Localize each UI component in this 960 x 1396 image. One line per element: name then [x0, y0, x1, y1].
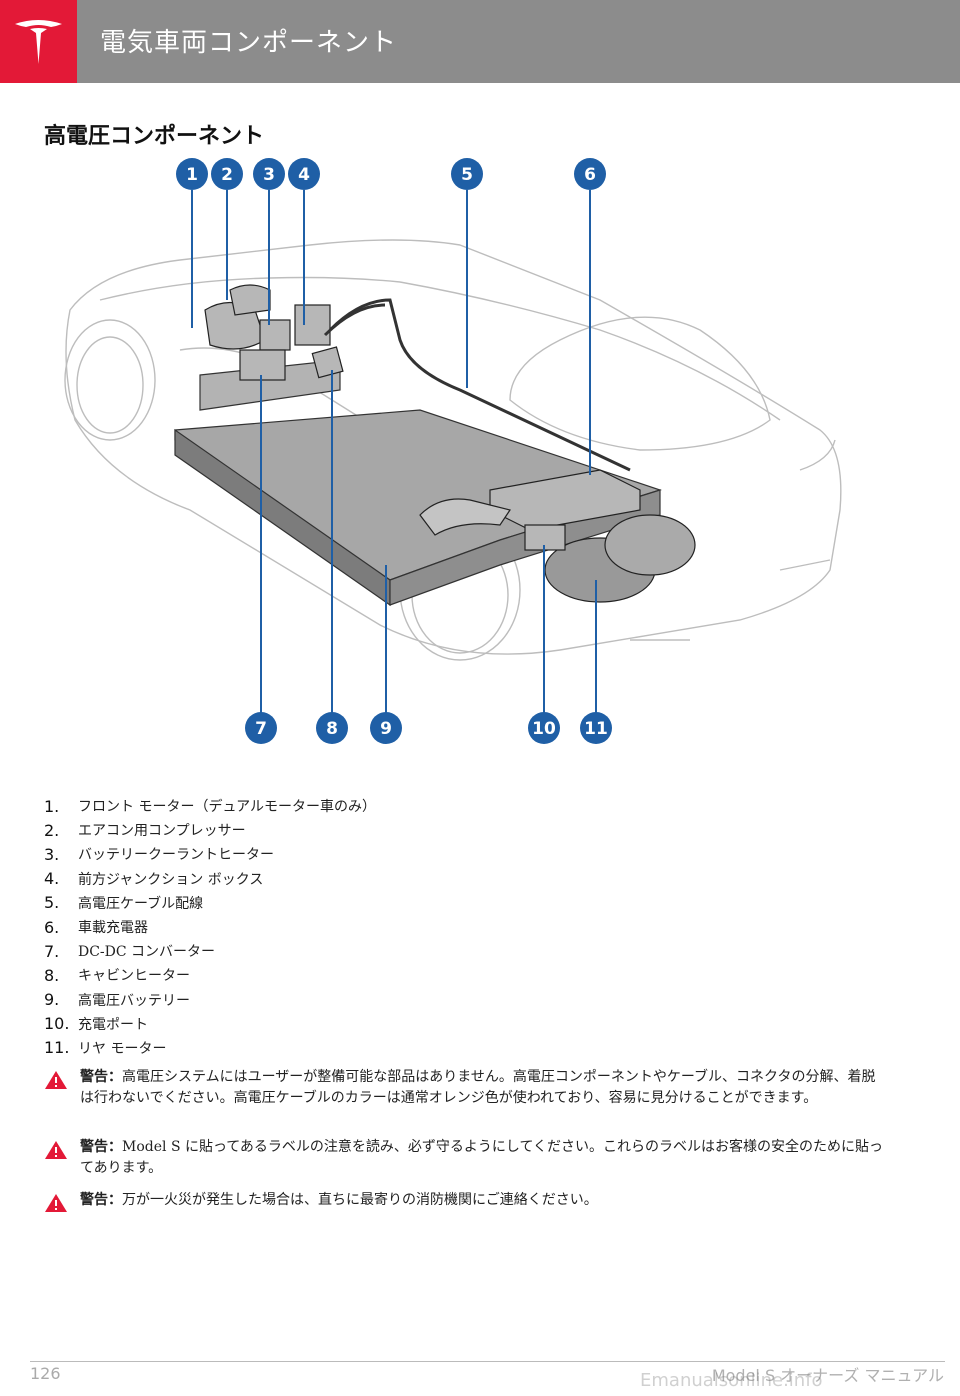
svg-text:2: 2 [221, 165, 233, 185]
svg-text:1: 1 [186, 165, 198, 185]
list-item-number: 2. [44, 820, 60, 840]
page-header-title: 電気車両コンポーネント [100, 28, 398, 58]
list-item: 10. 充電ポート [44, 1012, 376, 1036]
warning-text: 高電圧システムにはユーザーが整備可能な部品はありません。高電圧コンポーネントやケ… [80, 1069, 876, 1106]
list-item-number: 10. [44, 1014, 70, 1034]
list-item-label: 充電ポート [78, 1016, 148, 1033]
warning-triangle-icon [44, 1137, 80, 1179]
svg-text:3: 3 [263, 165, 275, 185]
list-item: 9. 高電圧バッテリー [44, 988, 376, 1012]
section-title: 高電圧コンポーネント [44, 123, 265, 149]
callout-7: 7 [245, 712, 277, 744]
list-item-label: 車載充電器 [78, 920, 148, 937]
list-item-label: リヤ モーター [78, 1040, 167, 1057]
list-item-label: DC-DC コンバーター [78, 944, 216, 961]
list-item-label: 高電圧ケーブル配線 [78, 895, 204, 912]
list-item-label: 高電圧バッテリー [78, 992, 190, 1009]
list-item-number: 3. [44, 844, 60, 864]
warning-triangle-icon [44, 1190, 80, 1217]
list-item: 5. 高電圧ケーブル配線 [44, 891, 376, 915]
list-item-label: バッテリークーラントヒーター [78, 847, 274, 864]
component-list: 1.フロント モーター（デュアルモーター車のみ） 2.エアコン用コンプレッサー … [44, 794, 376, 1060]
callout-6: 6 [574, 158, 606, 190]
warning-label: 警告： [80, 1069, 122, 1085]
svg-text:10: 10 [532, 719, 556, 739]
rear-components [419, 469, 696, 603]
tesla-logo [0, 0, 77, 83]
list-item: 4. 前方ジャンクション ボックス [44, 867, 376, 891]
front-components [204, 284, 344, 381]
callout-8: 8 [316, 712, 348, 744]
callout-3: 3 [253, 158, 285, 190]
warning-triangle-icon [44, 1067, 80, 1109]
warning-2: 警告：Model S に貼ってあるラベルの注意を読み、必ず守るようにしてください… [44, 1137, 884, 1179]
callout-4: 4 [288, 158, 320, 190]
tesla-t-icon [15, 20, 62, 64]
footer-doc-title: Model S オーナーズ マニュアル [711, 1366, 944, 1385]
list-item-label: フロント モーター（デュアルモーター車のみ） [78, 799, 377, 816]
high-voltage-components-diagram: 1 2 3 4 5 6 7 8 9 10 11 [64, 158, 842, 744]
list-item: 1. フロント モーター（デュアルモーター車のみ） [44, 794, 376, 818]
callout-5: 5 [451, 158, 483, 190]
watermark: Emanualsonline.info [640, 1370, 823, 1391]
list-item-number: 1. [44, 796, 60, 816]
list-item: 2. エアコン用コンプレッサー [44, 818, 376, 842]
list-item: 8. キャビンヒーター [44, 963, 376, 987]
svg-text:5: 5 [461, 165, 473, 185]
svg-text:7: 7 [255, 719, 267, 739]
list-item: 11. リヤ モーター [44, 1036, 376, 1060]
list-item-number: 11. [44, 1038, 70, 1058]
svg-text:11: 11 [584, 719, 608, 739]
list-item: 6. 車載充電器 [44, 915, 376, 939]
list-item-label: キャビンヒーター [78, 968, 190, 985]
callout-9: 9 [370, 712, 402, 744]
warning-label: 警告： [80, 1139, 122, 1155]
list-item-label: エアコン用コンプレッサー [78, 823, 246, 840]
warning-text: 万が一火災が発生した場合は、直ちに最寄りの消防機関にご連絡ください。 [122, 1192, 598, 1208]
warning-1: 警告：高電圧システムにはユーザーが整備可能な部品はありません。高電圧コンポーネン… [44, 1067, 884, 1109]
list-item-number: 4. [44, 869, 60, 889]
callout-10: 10 [528, 712, 560, 744]
callout-11: 11 [580, 712, 612, 744]
list-item-number: 6. [44, 917, 60, 937]
page-header: 電気車両コンポーネント [0, 0, 960, 83]
warning-label: 警告： [80, 1192, 122, 1208]
leader-lines [191, 190, 597, 725]
list-item-number: 9. [44, 990, 60, 1010]
footer-divider [30, 1361, 945, 1362]
warning-text: Model S に貼ってあるラベルの注意を読み、必ず守るようにしてください。これ… [80, 1139, 884, 1176]
warning-3: 警告：万が一火災が発生した場合は、直ちに最寄りの消防機関にご連絡ください。 [44, 1190, 884, 1217]
list-item-number: 5. [44, 893, 60, 913]
list-item-label: 前方ジャンクション ボックス [78, 871, 264, 888]
svg-text:4: 4 [298, 165, 310, 185]
callout-1: 1 [176, 158, 208, 190]
list-item: 3. バッテリークーラントヒーター [44, 842, 376, 866]
list-item-number: 7. [44, 941, 60, 961]
list-item-number: 8. [44, 965, 60, 985]
callout-2: 2 [211, 158, 243, 190]
svg-text:9: 9 [380, 719, 392, 739]
hv-cabling [323, 298, 631, 476]
svg-text:8: 8 [326, 719, 338, 739]
svg-text:6: 6 [584, 165, 596, 185]
list-item: 7. DC-DC コンバーター [44, 939, 376, 963]
page-number: 126 [30, 1364, 61, 1383]
